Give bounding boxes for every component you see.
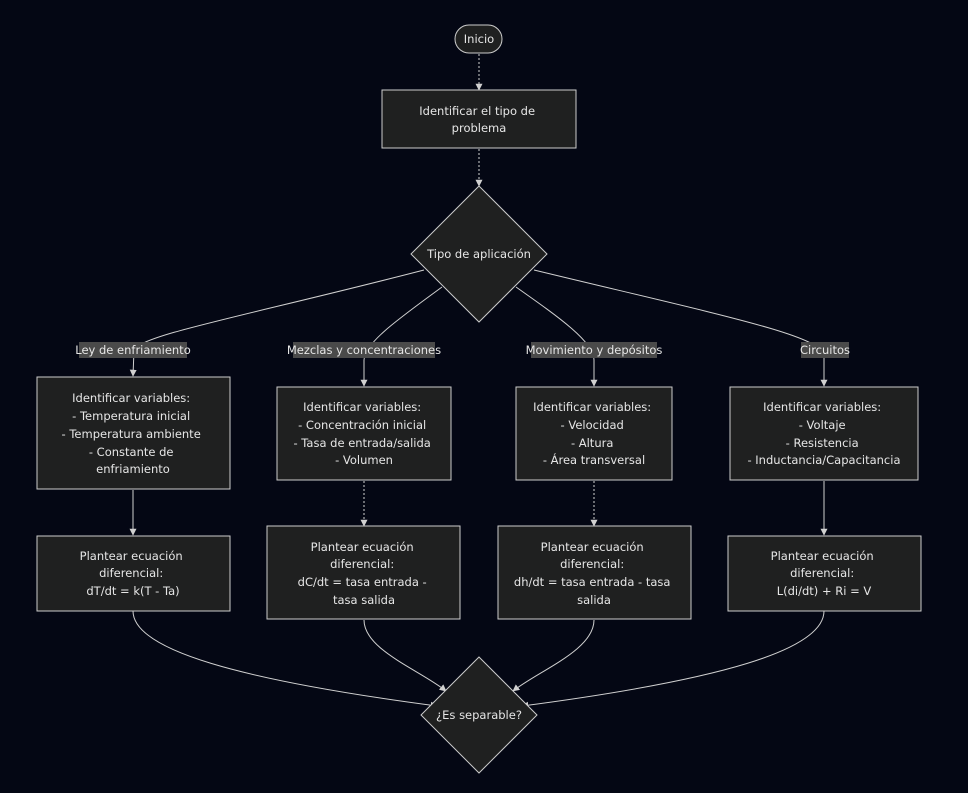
node-vars-movimiento-line-2: - Velocidad [561,418,624,432]
edge-label-enfriamiento: Ley de enfriamiento [75,342,191,358]
edge-tipo-enfriamiento [129,269,425,377]
node-vars-circuitos-text: Identificar variables: - Voltaje - Resis… [747,400,900,467]
node-ec-mezclas-line-1: Plantear ecuación [311,540,414,554]
node-ec-mezclas-line-2: diferencial: [330,557,394,571]
node-ec-movimiento: Plantear ecuación diferencial: dh/dt = t… [497,525,692,620]
node-vars-movimiento-line-3: - Altura [571,436,613,450]
edge-label-movimiento-text: Movimiento y depósitos [526,343,663,357]
edge-ec-enfriamiento-separable [132,610,438,709]
edge-ec-movimiento-separable [512,619,595,692]
node-ec-circuitos-text: Plantear ecuación diferencial: L(di/dt) … [771,549,878,598]
edge-tipo-movimiento [515,286,598,387]
node-ec-circuitos-line-1: Plantear ecuación [771,549,874,563]
node-vars-circuitos-line-3: - Resistencia [786,436,859,450]
node-vars-circuitos: Identificar variables: - Voltaje - Resis… [729,386,919,481]
node-ec-movimiento-line-4: salida [577,593,611,607]
node-ec-circuitos-line-2: diferencial: [790,566,854,580]
node-vars-mezclas-line-1: Identificar variables: [303,400,421,414]
node-ec-movimiento-text: Plantear ecuación diferencial: dh/dt = t… [514,540,674,607]
edge-label-mezclas-text: Mezclas y concentraciones [287,343,441,357]
node-vars-circuitos-line-1: Identificar variables: [763,400,881,414]
node-vars-enfriamiento-text: Identificar variables: - Temperatura ini… [62,391,205,476]
node-ec-enfriamiento-text: Plantear ecuación diferencial: dT/dt = k… [80,549,187,598]
node-es-separable: ¿Es separable? [420,656,538,774]
node-ec-enfriamiento-line-1: Plantear ecuación [80,549,183,563]
node-vars-mezclas-text: Identificar variables: - Concentración i… [294,400,435,467]
node-vars-mezclas-line-3: - Tasa de entrada/salida [294,436,431,450]
node-vars-mezclas: Identificar variables: - Concentración i… [276,386,452,481]
node-vars-enfriamiento-line-2: - Temperatura inicial [72,409,190,423]
node-es-separable-text: ¿Es separable? [436,708,522,722]
edge-label-mezclas: Mezclas y concentraciones [287,342,441,358]
node-vars-enfriamiento: Identificar variables: - Temperatura ini… [36,376,231,490]
node-vars-circuitos-line-2: - Voltaje [799,418,846,432]
node-identificar-tipo-text: Identificar el tipo de problema [419,104,538,135]
node-vars-circuitos-line-4: - Inductancia/Capacitancia [747,453,900,467]
node-vars-enfriamiento-line-1: Identificar variables: [72,391,190,405]
node-vars-movimiento-line-4: - Área transversal [543,452,645,467]
node-vars-enfriamiento-line-4: - Constante de [89,445,174,459]
edge-tipo-circuitos [533,269,828,387]
node-vars-movimiento-line-1: Identificar variables: [533,400,651,414]
node-identificar-tipo-line-2: problema [452,121,507,135]
edge-label-enfriamiento-text: Ley de enfriamiento [75,343,190,357]
edge-label-movimiento: Movimiento y depósitos [526,342,663,358]
edge-tipo-mezclas [360,286,443,387]
node-ec-enfriamiento-line-2: diferencial: [99,566,163,580]
edge-label-circuitos: Circuitos [800,342,850,358]
node-identificar-tipo-line-1: Identificar el tipo de [419,104,535,118]
node-ec-mezclas-line-4: tasa salida [333,593,395,607]
node-ec-movimiento-line-2: diferencial: [560,557,624,571]
node-ec-circuitos: Plantear ecuación diferencial: L(di/dt) … [727,535,922,612]
node-ec-mezclas-line-3: dC/dt = tasa entrada - [298,575,427,589]
node-vars-enfriamiento-line-5: enfriamiento [96,462,170,476]
node-ec-circuitos-line-3: L(di/dt) + Ri = V [777,584,872,598]
node-inicio: Inicio [454,24,503,54]
node-ec-movimiento-line-3: dh/dt = tasa entrada - tasa [514,575,671,589]
node-vars-mezclas-line-2: - Concentración inicial [298,418,426,432]
node-vars-enfriamiento-line-3: - Temperatura ambiente [62,427,201,441]
node-ec-enfriamiento-line-3: dT/dt = k(T - Ta) [86,584,179,598]
node-ec-mezclas: Plantear ecuación diferencial: dC/dt = t… [266,525,461,620]
node-tipo-aplicacion-text: Tipo de aplicación [426,247,531,261]
edge-ec-circuitos-separable [521,610,825,709]
node-vars-movimiento: Identificar variables: - Velocidad - Alt… [515,386,673,481]
node-ec-movimiento-line-1: Plantear ecuación [541,540,644,554]
node-vars-movimiento-text: Identificar variables: - Velocidad - Alt… [533,400,655,467]
node-tipo-aplicacion: Tipo de aplicación [410,185,548,323]
node-vars-mezclas-line-4: - Volumen [335,453,393,467]
edge-label-circuitos-text: Circuitos [800,343,850,357]
node-ec-enfriamiento: Plantear ecuación diferencial: dT/dt = k… [36,535,231,612]
node-inicio-text: Inicio [464,32,494,46]
node-ec-mezclas-text: Plantear ecuación diferencial: dC/dt = t… [298,540,431,607]
edges [129,54,828,709]
edge-ec-mezclas-separable [363,619,447,692]
node-identificar-tipo: Identificar el tipo de problema [381,89,577,149]
